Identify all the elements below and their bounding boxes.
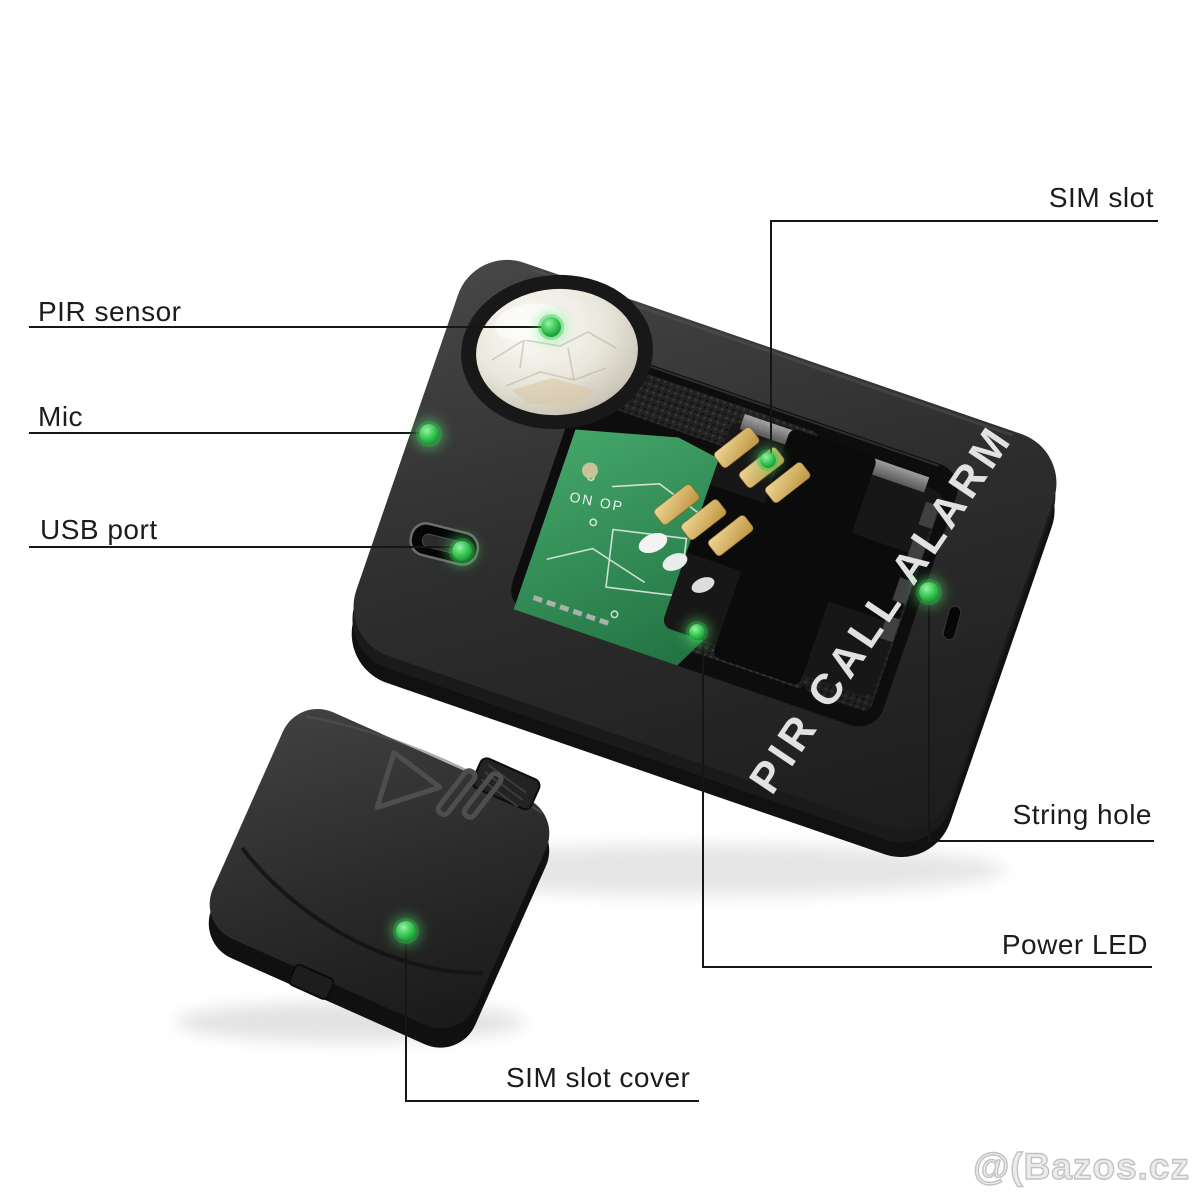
sim-cover-marker xyxy=(396,921,416,941)
cover-notch xyxy=(288,963,335,1000)
pir-dome-tint xyxy=(512,378,596,406)
callout-line-sim-slot-h xyxy=(770,220,1158,222)
pcb-pad-row xyxy=(532,595,610,626)
label-power-led: Power LED xyxy=(1001,929,1148,960)
callout-line-power-led-v xyxy=(702,642,704,968)
callout-line-usb-port xyxy=(29,546,459,548)
pir-sensor-marker xyxy=(541,317,561,337)
label-usb-port: USB port xyxy=(40,514,158,545)
callout-line-string-hole-h xyxy=(928,840,1154,842)
callout-line-power-led-h xyxy=(702,966,1152,968)
label-mic: Mic xyxy=(38,401,84,432)
pir-dome-facets xyxy=(491,331,617,387)
mic-marker xyxy=(419,424,439,444)
callout-line-mic xyxy=(29,432,427,434)
eject-icon xyxy=(374,750,504,820)
callout-line-pir-sensor xyxy=(29,326,546,328)
sim-compartment-edge xyxy=(616,354,939,467)
label-sim-slot-cover: SIM slot cover xyxy=(506,1062,691,1093)
callout-line-string-hole-v xyxy=(928,601,930,841)
callout-line-sim-cover-h xyxy=(405,1100,699,1102)
watermark: @(Bazos.cz xyxy=(973,1145,1190,1187)
cover-top-face xyxy=(209,709,550,1029)
string-hole-slot xyxy=(942,605,962,641)
callout-line-sim-slot-v xyxy=(770,220,772,460)
label-string-hole: String hole xyxy=(1012,799,1152,830)
string-hole-marker xyxy=(919,582,939,602)
cover-bevel-line xyxy=(240,846,484,975)
usb-port-marker xyxy=(452,541,472,561)
pcb-gold-pad xyxy=(581,462,598,479)
power-led-marker xyxy=(689,624,705,640)
sim-cover-part xyxy=(208,709,550,1048)
device-shadow xyxy=(405,844,1005,896)
label-sim-slot: SIM slot xyxy=(1048,182,1154,213)
paste-blobs xyxy=(638,532,715,593)
sim-slot-marker xyxy=(760,452,776,468)
label-pir-sensor: PIR sensor xyxy=(38,296,182,327)
callout-line-sim-cover-v xyxy=(405,940,407,1101)
